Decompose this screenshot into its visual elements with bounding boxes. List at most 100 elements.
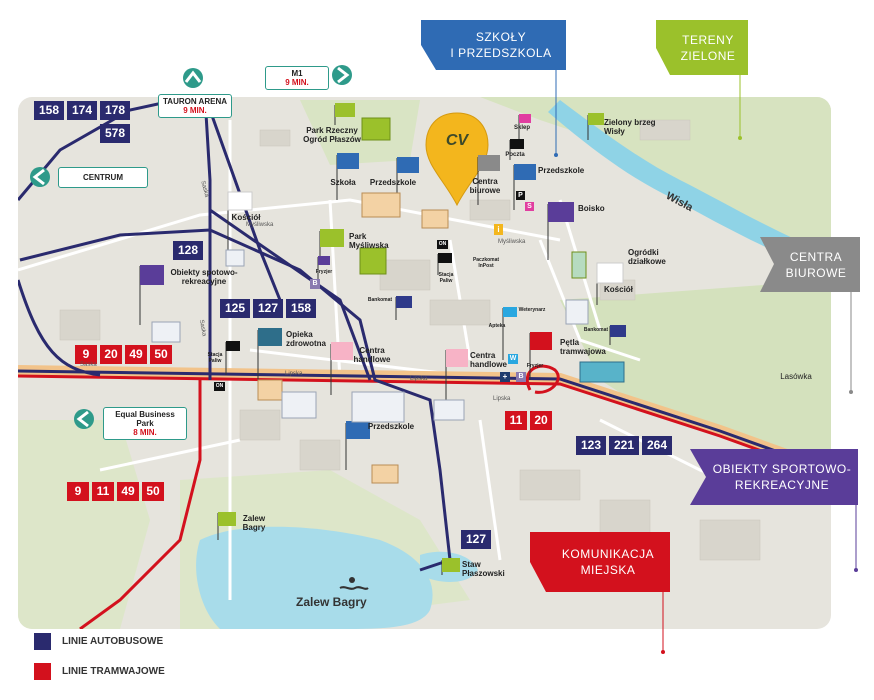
- arrow-right-icon: [332, 65, 352, 85]
- poi-przedszkole-right: Przedszkole: [538, 166, 585, 175]
- tram-route-south: [79, 380, 202, 629]
- destination-tauron-time: 9 MIN.: [183, 106, 207, 115]
- banner-komunikacja-line1: KOMUNIKACJA: [561, 547, 655, 561]
- flag-purple-boisko-icon: [547, 202, 574, 260]
- river-wisla: [548, 100, 831, 275]
- vet-sign: W: [508, 354, 518, 364]
- poi-przedszkole-top: Przedszkole: [369, 178, 417, 187]
- poi-bankomat-2: Bankomat: [583, 327, 609, 333]
- shop-sign: S: [525, 202, 534, 211]
- bus-line-box: 221: [609, 436, 639, 455]
- flag-green-zalew-icon: [217, 512, 236, 540]
- flag-green-staw-icon: [441, 558, 460, 575]
- poi-lasowka: Lasówka: [780, 372, 812, 381]
- destination-centrum-name: CENTRUM: [83, 173, 123, 182]
- destination-equal: Equal Business Park 8 MIN.: [103, 407, 187, 440]
- parking-sign: P: [516, 191, 525, 200]
- flag-black-stacja2-icon: [225, 341, 240, 375]
- category-pointer-lines: [554, 70, 858, 654]
- poi-staw: Staw Płaszowski: [462, 560, 505, 578]
- banner-tereny: TERENY ZIELONE: [668, 20, 748, 75]
- pharmacy-sign: +: [500, 372, 510, 382]
- flag-black-poczta-icon: [509, 139, 524, 160]
- poi-apteka: Apteka: [488, 323, 506, 329]
- poi-fryzjer-2: Fryzjer: [526, 363, 544, 369]
- poi-kosciol: Kościół: [231, 213, 261, 222]
- fuel-sign: ON: [214, 382, 225, 391]
- street-saska: Saska: [80, 362, 97, 368]
- banner-sport-shape: [690, 449, 858, 505]
- banner-szkoly: SZKOŁY I PRZEDSZKOLA: [436, 20, 566, 70]
- flag-cyan-apteka-icon: [502, 307, 517, 360]
- flag-red-petla-icon: [529, 332, 552, 380]
- poi-opieka: Opieka zdrowotna: [286, 330, 326, 348]
- arrow-left-icon: [30, 167, 50, 187]
- poi-centra-biurowe: Centra biurowe: [469, 177, 501, 195]
- destination-m1-name: M1: [291, 69, 303, 78]
- tram-line-box: 9: [67, 482, 89, 501]
- tram-line-box: 11: [92, 482, 114, 501]
- flag-green-park-mysliwska-icon: [319, 229, 344, 260]
- building-pictograms: [151, 117, 625, 484]
- flag-markers: [139, 103, 626, 575]
- flag-blue-przedszkole-bottom-icon: [345, 421, 370, 470]
- logo-text: CV: [445, 132, 469, 149]
- banner-sport-line2: REKREACYJNE: [734, 478, 830, 492]
- barber-sign: B: [310, 279, 320, 289]
- tram-line-box: 50: [150, 345, 172, 364]
- bus-line-box: 128: [173, 241, 203, 260]
- poi-sklep: Sklep: [513, 125, 530, 131]
- bus-line-box: 127: [253, 299, 283, 318]
- banner-sport: OBIEKTY SPORTOWO- REKREACYJNE: [706, 449, 858, 505]
- legend-tram-label: LINIE TRAMWAJOWE: [62, 666, 165, 677]
- bus-line-box: 158: [34, 101, 64, 120]
- poi-boisko: Boisko: [578, 204, 605, 213]
- banner-tereny-line1: TERENY: [682, 32, 734, 47]
- info-sign: i: [494, 224, 503, 235]
- flag-white-kosciol-icon: [227, 191, 253, 255]
- banner-komunikacja-shape: [530, 532, 670, 592]
- poi-petla: Pętla tramwajowa: [560, 338, 606, 356]
- banner-szkoly-shape: [421, 20, 566, 70]
- flag-blue-przedszkole-right-icon: [513, 164, 536, 210]
- poi-stacja-paliw: Stacja Paliw: [438, 272, 454, 284]
- poi-bankomat: Bankomat: [367, 297, 393, 303]
- tram-line-box: 49: [125, 345, 147, 364]
- barber-sign: B: [516, 372, 526, 382]
- poi-stacja-paliw-2: Stacja Paliw: [207, 352, 223, 364]
- bus-line-box: 123: [576, 436, 606, 455]
- green-area-lasowka: [560, 280, 831, 470]
- banner-komunikacja: KOMUNIKACJA MIEJSKA: [546, 532, 670, 592]
- flag-purple-obiekty-icon: [139, 265, 164, 325]
- banner-szkoly-line2: I PRZEDSZKOLA: [450, 46, 552, 60]
- flag-pink-centra-handlowe2-icon: [445, 349, 468, 400]
- flag-pink-sklep-icon: [518, 114, 531, 140]
- location-pin-icon: [425, 112, 489, 207]
- flag-black-stacja-icon: [437, 253, 452, 275]
- flag-blue-szkola-icon: [336, 153, 359, 200]
- legend-bus-label: LINIE AUTOBUSOWE: [62, 636, 164, 647]
- poi-kosciol-2: Kościół: [604, 285, 633, 294]
- tram-line-box: 9: [75, 345, 97, 364]
- banner-sport-line1: OBIEKTY SPORTOWO-: [712, 462, 852, 476]
- destination-m1: M1 9 MIN.: [265, 66, 329, 90]
- destination-equal-name: Equal Business Park: [115, 410, 175, 428]
- green-area-park-rzeczny: [300, 100, 420, 165]
- bus-line-box: 158: [286, 299, 316, 318]
- banner-szkoly-line1: SZKOŁY: [475, 30, 527, 44]
- flag-purple-fryzjer1-icon: [317, 256, 330, 280]
- banner-tereny-shape: [656, 20, 748, 75]
- street-lipska: Lipska: [493, 396, 511, 402]
- poi-weterynarz: Weterynarz: [518, 307, 546, 313]
- poi-ogrodki: Ogródki działkowe: [628, 248, 666, 266]
- poi-park-mysliwska: Park Myśliwska: [349, 232, 389, 250]
- banner-centra: CENTRA BIUROWE: [772, 237, 860, 292]
- flag-pink-centra-handlowe1-icon: [330, 342, 353, 395]
- banner-centra-line2: BIUROWE: [785, 265, 847, 280]
- fuel-sign: ON: [437, 240, 448, 249]
- bus-line-box: 127: [461, 530, 491, 549]
- poi-zielony-brzeg: Zielony brzeg Wisły: [604, 118, 656, 136]
- bus-line-box: 264: [642, 436, 672, 455]
- arrow-up-icon: [183, 68, 203, 88]
- flag-white-kosciol2-icon: [596, 262, 624, 305]
